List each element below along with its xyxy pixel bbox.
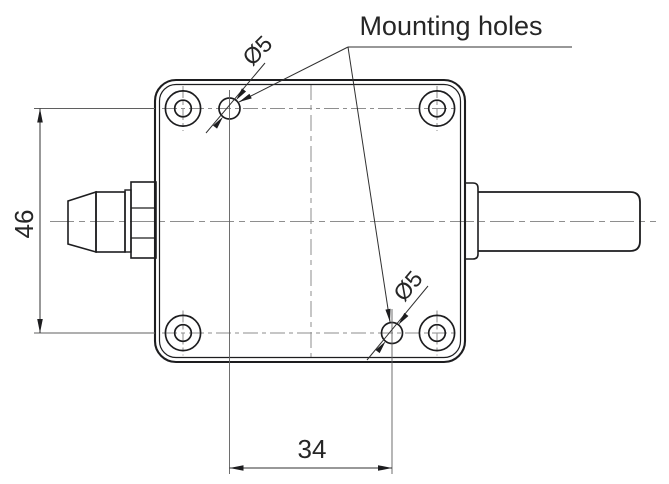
- leader-to-top-hole-arrow: [239, 93, 252, 102]
- leader-to-bottom-hole: [347, 46, 391, 323]
- probe-shaft: [478, 191, 641, 252]
- corner-hole-bottom-right-inner: [427, 323, 447, 343]
- dia-top-arrow-lower: [212, 116, 223, 129]
- dimension-46: 46: [9, 108, 155, 334]
- corner-hole-top-left-inner: [173, 99, 193, 118]
- diameter-callout-bottom: Ø5: [366, 266, 429, 361]
- cable-gland: [67, 181, 157, 259]
- enclosure-outer-outline: [153, 78, 467, 364]
- dia-bottom-arrow-lower: [375, 341, 386, 354]
- leader-to-bottom-hole-arrow: [385, 308, 391, 322]
- enclosure: [153, 78, 467, 364]
- leader-to-top-hole: [238, 46, 349, 103]
- mounting-holes-label: Mounting holes: [359, 11, 542, 41]
- corner-hole-top-right-inner: [427, 99, 447, 118]
- enclosure-inner-outline: [158, 83, 462, 359]
- dia5-label-top: Ø5: [237, 30, 277, 70]
- corner-hole-bottom-left-outer: [164, 314, 202, 352]
- corner-hole-top-left-outer: [164, 90, 202, 127]
- dim-34-text: 34: [298, 434, 327, 464]
- dim-34-arrow-right: [378, 465, 392, 471]
- dia-label-leader-top: [205, 62, 266, 134]
- dia-bottom-arrow-upper: [398, 312, 409, 325]
- dimension-34: 34: [229, 90, 393, 474]
- diameter-callout-top: Ø5: [205, 30, 277, 134]
- probe: [465, 182, 641, 260]
- probe-collar: [465, 182, 479, 260]
- gland-nut: [130, 181, 157, 259]
- corner-hole-bottom-right-outer: [418, 314, 456, 352]
- mounting-holes-annotation: Mounting holes: [238, 11, 572, 323]
- dim-46-arrow-top: [37, 108, 43, 123]
- corner-screw-holes: [164, 90, 456, 352]
- dia-top-arrow-upper: [236, 88, 247, 101]
- corner-hole-bottom-left-inner: [173, 323, 193, 343]
- dim-46-text: 46: [9, 210, 39, 239]
- dia-label-leader-bottom: [366, 285, 429, 361]
- dim-34-arrow-left: [229, 465, 244, 471]
- dia5-label-bottom: Ø5: [388, 266, 428, 306]
- corner-hole-top-right-outer: [418, 90, 456, 127]
- centerlines: [50, 84, 656, 358]
- dim-46-arrow-bottom: [37, 319, 43, 333]
